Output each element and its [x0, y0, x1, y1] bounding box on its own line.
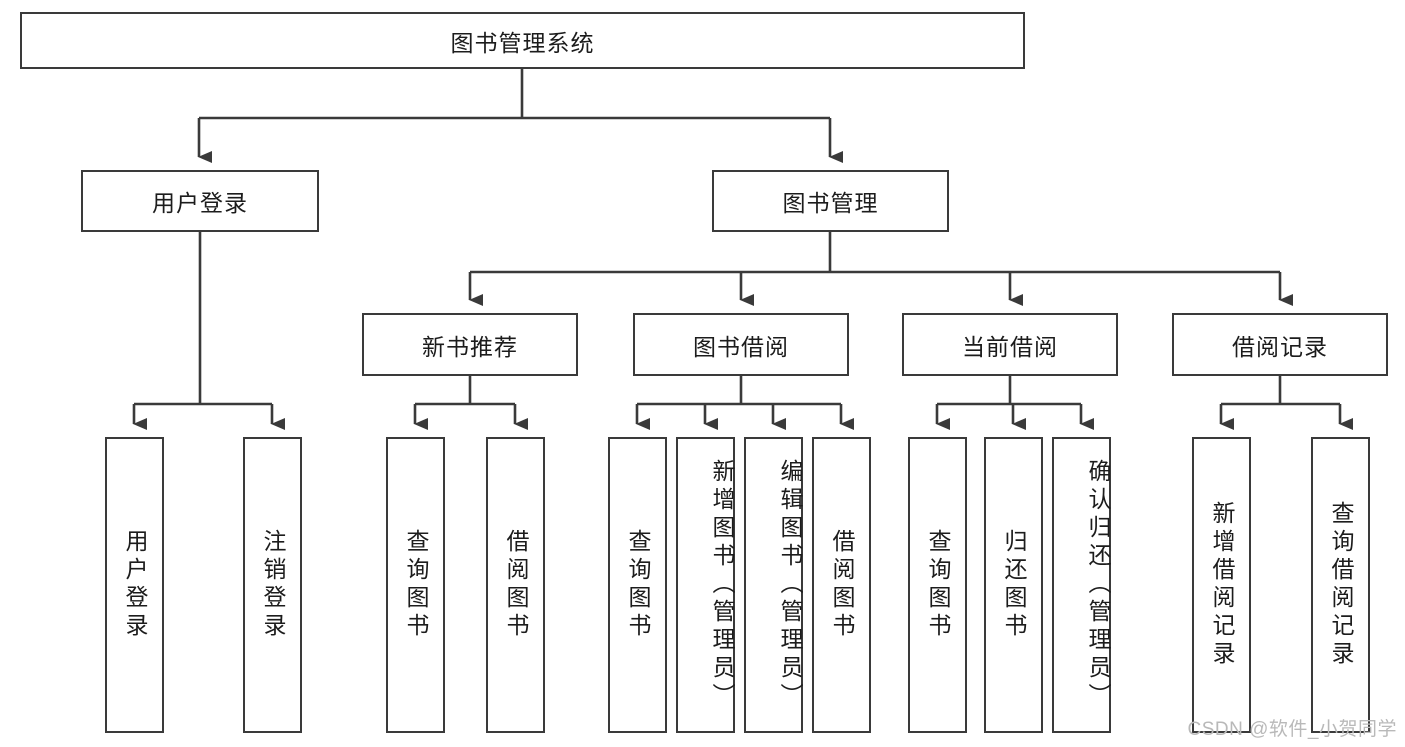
csdn-watermark: CSDN @软件_小贺同学: [1187, 719, 1397, 740]
leaf-confirm-return-admin[interactable]: 确认归还（管理员）: [1052, 437, 1111, 733]
node-book-borrow-label: 图书借阅: [693, 333, 789, 360]
leaf-return-book-label: 归还图书: [1001, 529, 1027, 641]
leaf-borrow-book-recommend-label: 借阅图书: [503, 529, 529, 641]
node-borrow-record-label: 借阅记录: [1232, 333, 1328, 360]
node-user-login[interactable]: 用户登录: [81, 170, 319, 232]
leaf-user-login-label: 用户登录: [122, 529, 148, 641]
node-book-management[interactable]: 图书管理: [712, 170, 949, 232]
leaf-query-borrow-record-label: 查询借阅记录: [1328, 501, 1354, 669]
node-borrow-record[interactable]: 借阅记录: [1172, 313, 1388, 376]
leaf-query-book-recommend-label: 查询图书: [403, 529, 429, 641]
leaf-query-book-borrow-label: 查询图书: [625, 529, 651, 641]
leaf-confirm-return-admin-label: 确认归还（管理员）: [1085, 459, 1111, 711]
leaf-user-login[interactable]: 用户登录: [105, 437, 164, 733]
leaf-edit-book-admin[interactable]: 编辑图书（管理员）: [744, 437, 803, 733]
leaf-query-book-recommend[interactable]: 查询图书: [386, 437, 445, 733]
node-root[interactable]: 图书管理系统: [20, 12, 1025, 69]
node-current-borrow[interactable]: 当前借阅: [902, 313, 1118, 376]
leaf-query-borrow-record[interactable]: 查询借阅记录: [1311, 437, 1370, 733]
leaf-return-book[interactable]: 归还图书: [984, 437, 1043, 733]
node-root-label: 图书管理系统: [450, 29, 595, 56]
leaf-query-book-current-label: 查询图书: [925, 529, 951, 641]
node-current-borrow-label: 当前借阅: [962, 333, 1058, 360]
leaf-logout[interactable]: 注销登录: [243, 437, 302, 733]
node-user-login-label: 用户登录: [152, 190, 248, 216]
leaf-query-book-borrow[interactable]: 查询图书: [608, 437, 667, 733]
leaf-edit-book-admin-label: 编辑图书（管理员）: [777, 459, 803, 711]
leaf-borrow-book-label: 借阅图书: [829, 529, 855, 641]
node-new-book-recommend-label: 新书推荐: [422, 333, 518, 360]
leaf-add-book-admin-label: 新增图书（管理员）: [709, 459, 735, 711]
node-book-borrow[interactable]: 图书借阅: [633, 313, 849, 376]
leaf-add-borrow-record-label: 新增借阅记录: [1209, 501, 1235, 669]
leaf-add-borrow-record[interactable]: 新增借阅记录: [1192, 437, 1251, 733]
leaf-logout-label: 注销登录: [260, 529, 286, 641]
leaf-borrow-book[interactable]: 借阅图书: [812, 437, 871, 733]
leaf-borrow-book-recommend[interactable]: 借阅图书: [486, 437, 545, 733]
leaf-query-book-current[interactable]: 查询图书: [908, 437, 967, 733]
node-book-management-label: 图书管理: [782, 190, 879, 216]
node-new-book-recommend[interactable]: 新书推荐: [362, 313, 578, 376]
leaf-add-book-admin[interactable]: 新增图书（管理员）: [676, 437, 735, 733]
